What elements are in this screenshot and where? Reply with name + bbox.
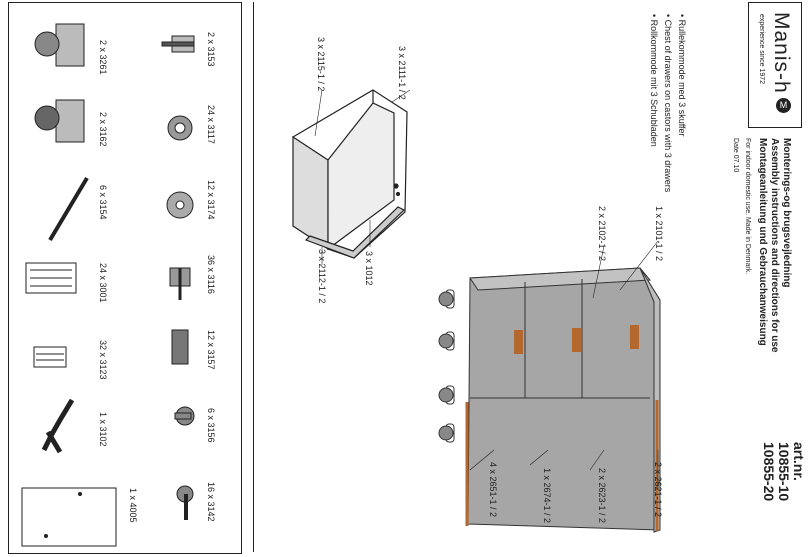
- drawer-drawing: [292, 89, 408, 259]
- label-f: 3 x 2112-1 / 2: [317, 249, 327, 304]
- label-a: 1 x 2101-1 / 2: [654, 206, 664, 262]
- label-g: 2 x 2621-1 / 2: [653, 462, 663, 518]
- label-i: 1 x 2674-1 / 2: [542, 468, 552, 524]
- part-qty: 6 x 3156: [206, 408, 216, 443]
- parts-icons-left: [21, 23, 117, 547]
- part-qty: 1 x 4005: [128, 488, 138, 523]
- part-qty: 2 x 3261: [98, 40, 108, 75]
- label-h: 2 x 2623-1 / 2: [597, 468, 607, 524]
- part-qty: 2 x 3153: [206, 32, 216, 67]
- label-c: 3 x 2111-1 / 2: [397, 46, 407, 100]
- brand-box: [748, 2, 802, 128]
- part-qty: 12 x 3157: [206, 330, 216, 370]
- part-qty: 32 x 3123: [98, 340, 108, 380]
- part-qty: 2 x 3162: [98, 112, 108, 147]
- part-qty: 16 x 3142: [206, 482, 216, 522]
- parts-icons: [161, 35, 195, 520]
- label-j: 4 x 2651-1 / 2: [488, 462, 498, 518]
- brand-mark-letter: M: [779, 100, 788, 110]
- label-e: 3 x 1012: [364, 251, 374, 286]
- part-qty: 6 x 3154: [98, 185, 108, 220]
- label-b: 2 x 2102-1 / 2: [597, 206, 607, 262]
- parts-frame: [8, 2, 242, 554]
- brand-mark-icon: M: [776, 98, 791, 113]
- divider-line: [253, 2, 254, 552]
- part-qty: 24 x 3117: [206, 105, 216, 144]
- part-qty: 24 x 3001: [98, 263, 108, 303]
- part-qty: 36 x 3116: [206, 255, 216, 294]
- label-d: 3 x 2115-1 / 2: [316, 37, 326, 92]
- chest-drawing: [438, 267, 661, 533]
- part-qty: 12 x 3174: [206, 180, 216, 220]
- part-qty: 1 x 3102: [98, 412, 108, 447]
